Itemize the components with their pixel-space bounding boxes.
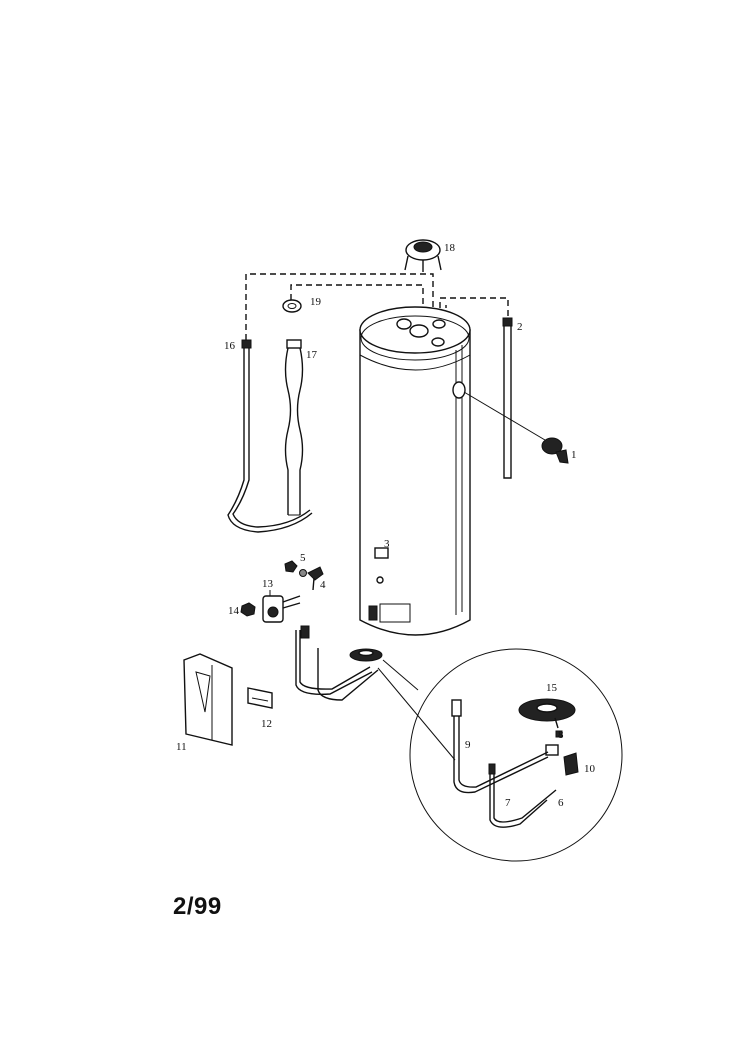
part-1-drain-valve bbox=[463, 391, 569, 464]
part-12-inner-door bbox=[247, 687, 273, 709]
callout-9: 9 bbox=[465, 739, 471, 751]
part-14-nut bbox=[240, 602, 256, 617]
callout-18: 18 bbox=[444, 242, 456, 254]
part-4-fitting bbox=[307, 566, 324, 591]
detail-circle bbox=[409, 648, 623, 862]
revision-code: 2/99 bbox=[173, 893, 222, 920]
callout-11: 11 bbox=[176, 741, 187, 753]
callout-13: 13 bbox=[262, 578, 274, 590]
part-18-flue-cap bbox=[404, 239, 442, 272]
callout-12: 12 bbox=[261, 718, 272, 730]
detail-leader-lines bbox=[377, 659, 456, 761]
callout-7: 7 bbox=[505, 797, 511, 809]
burner-tubes bbox=[295, 625, 383, 701]
water-heater-tank bbox=[359, 306, 471, 636]
part-2-rod bbox=[502, 317, 513, 479]
callout-17: 17 bbox=[306, 349, 318, 361]
callout-15: 15 bbox=[546, 682, 558, 694]
callout-19: 19 bbox=[310, 296, 322, 308]
callout-5: 5 bbox=[300, 552, 306, 564]
callout-6: 6 bbox=[558, 797, 564, 809]
callout-labels: 1 2 3 4 5 6 7 8 9 10 11 12 13 14 15 16 1… bbox=[176, 242, 596, 809]
part-16-pipe bbox=[227, 339, 313, 533]
callout-2: 2 bbox=[517, 321, 523, 333]
callout-4: 4 bbox=[320, 579, 326, 591]
part-19-washer bbox=[282, 299, 302, 313]
callout-8: 8 bbox=[558, 729, 564, 741]
callout-16: 16 bbox=[224, 340, 236, 352]
part-13-gas-control bbox=[262, 590, 301, 623]
callout-3: 3 bbox=[384, 538, 390, 550]
callout-1: 1 bbox=[571, 449, 577, 461]
part-5-fitting bbox=[284, 560, 307, 577]
part-11-door bbox=[183, 653, 233, 746]
callout-14: 14 bbox=[228, 605, 240, 617]
part-17-anode-rod bbox=[284, 339, 304, 516]
callout-10: 10 bbox=[584, 763, 596, 775]
